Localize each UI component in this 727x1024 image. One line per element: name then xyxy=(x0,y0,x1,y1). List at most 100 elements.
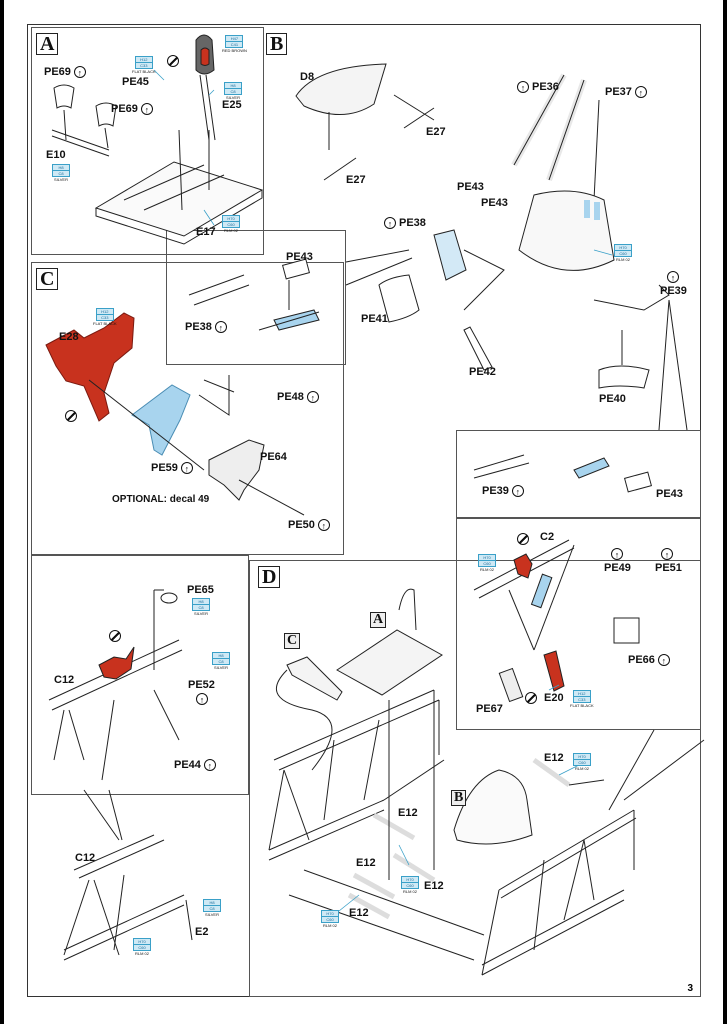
label-pe48: PE48↑ xyxy=(277,391,319,403)
pe-bend-icon: ↑ xyxy=(611,548,623,560)
knife-icon xyxy=(167,55,179,67)
label-pe38: ↑PE38 xyxy=(384,217,426,229)
part-d8 xyxy=(295,63,387,115)
pe-bend-icon: ↑ xyxy=(667,271,679,283)
panel-c12-detail xyxy=(31,555,249,795)
part-sub-a xyxy=(336,629,443,696)
label-pe43-b: PE43 xyxy=(481,197,508,209)
sub-ref-c: C xyxy=(284,633,301,649)
label-pe39: PE39 xyxy=(660,285,687,297)
label-detail-pe38: PE38↑ xyxy=(185,321,227,333)
section-d-letter: D xyxy=(258,566,281,588)
panel-d xyxy=(249,560,701,997)
label-pe40: PE40 xyxy=(599,393,626,405)
label-pe66: PE66↑ xyxy=(628,654,670,666)
pe-bend-icon: ↑ xyxy=(203,759,216,771)
label-pe43-a: PE43 xyxy=(457,181,484,193)
label-e25: E25 xyxy=(222,99,242,111)
label-pe36: ↑PE36 xyxy=(517,81,559,93)
part-e28 xyxy=(45,312,135,422)
label-c12-b: C12 xyxy=(75,852,96,864)
label-pe65: PE65 xyxy=(187,584,214,596)
section-b-letter: B xyxy=(266,33,288,55)
label-d8: D8 xyxy=(300,71,315,83)
label-e12-a: E12 xyxy=(544,752,564,764)
pe-bend-icon: ↑ xyxy=(73,66,86,78)
pe-bend-icon: ↑ xyxy=(511,485,524,497)
pe-bend-icon: ↑ xyxy=(306,391,319,403)
part-c12 xyxy=(98,646,135,680)
pe-bend-icon: ↑ xyxy=(661,548,673,560)
instruction-page: A B C D A B C PE69↑ PE69↑ PE45 E25 E10 E… xyxy=(4,0,723,1024)
part-seat-b xyxy=(453,769,533,845)
sub-ref-b: B xyxy=(451,790,467,806)
label-e12-c: E12 xyxy=(424,880,444,892)
part-e27 xyxy=(403,107,435,129)
label-c12-a: C12 xyxy=(54,674,75,686)
part-pe40 xyxy=(598,365,650,389)
part-e12 xyxy=(532,757,571,788)
label-pe59: PE59↑ xyxy=(151,462,193,474)
part-e2 xyxy=(185,899,193,941)
label-pe51: PE51 xyxy=(655,562,682,574)
label-e2: E2 xyxy=(195,926,209,938)
pe-bend-icon: ↑ xyxy=(196,693,208,705)
pe-bend-icon: ↑ xyxy=(634,86,647,98)
pe-bend-icon: ↑ xyxy=(384,217,396,229)
label-e27-a: E27 xyxy=(426,126,446,138)
label-pe37: PE37↑ xyxy=(605,86,647,98)
label-e10: E10 xyxy=(46,149,66,161)
label-e12-b: E12 xyxy=(398,807,418,819)
label-e27-b: E27 xyxy=(346,174,366,186)
sub-ref-a: A xyxy=(370,612,387,628)
panel-pe39-detail xyxy=(456,430,701,518)
label-pe50: PE50↑ xyxy=(288,519,330,531)
pe-bend-icon: ↑ xyxy=(317,519,330,531)
part-pe42 xyxy=(463,326,493,371)
part-pe59 xyxy=(131,384,191,456)
panel-pe38-detail xyxy=(166,230,346,365)
label-pe67: PE67 xyxy=(476,703,503,715)
part-e20 xyxy=(543,650,565,692)
label-c2: C2 xyxy=(540,531,555,543)
page-number: 3 xyxy=(687,983,693,994)
label-detail-pe39: PE39↑ xyxy=(482,485,524,497)
panel-c xyxy=(31,262,344,555)
label-pe44: PE44↑ xyxy=(174,759,216,771)
label-e17: E17 xyxy=(196,226,216,238)
label-pe49: PE49 xyxy=(604,562,631,574)
section-c-letter: C xyxy=(36,268,59,290)
label-e20: E20 xyxy=(544,692,564,704)
knife-icon xyxy=(517,533,529,545)
part-seat xyxy=(518,190,615,271)
pe-bend-icon: ↑ xyxy=(517,81,529,93)
label-pe69-a: PE69↑ xyxy=(44,66,86,78)
knife-icon xyxy=(65,410,77,422)
pe-bend-icon: ↑ xyxy=(180,462,193,474)
label-detail-pe43-b: PE43 xyxy=(656,488,683,500)
label-pe64: PE64 xyxy=(260,451,287,463)
label-pe69-b: PE69↑ xyxy=(111,103,153,115)
optional-decal-note: OPTIONAL: decal 49 xyxy=(112,494,210,505)
part-e25 xyxy=(199,74,210,141)
part-pe41 xyxy=(378,274,420,323)
panel-a xyxy=(31,27,264,255)
pe-bend-icon: ↑ xyxy=(214,321,227,333)
section-a-letter: A xyxy=(36,33,59,55)
pe-bend-icon: ↑ xyxy=(657,654,670,666)
pe-bend-icon: ↑ xyxy=(140,103,153,115)
label-pe52: PE52 xyxy=(188,679,215,691)
